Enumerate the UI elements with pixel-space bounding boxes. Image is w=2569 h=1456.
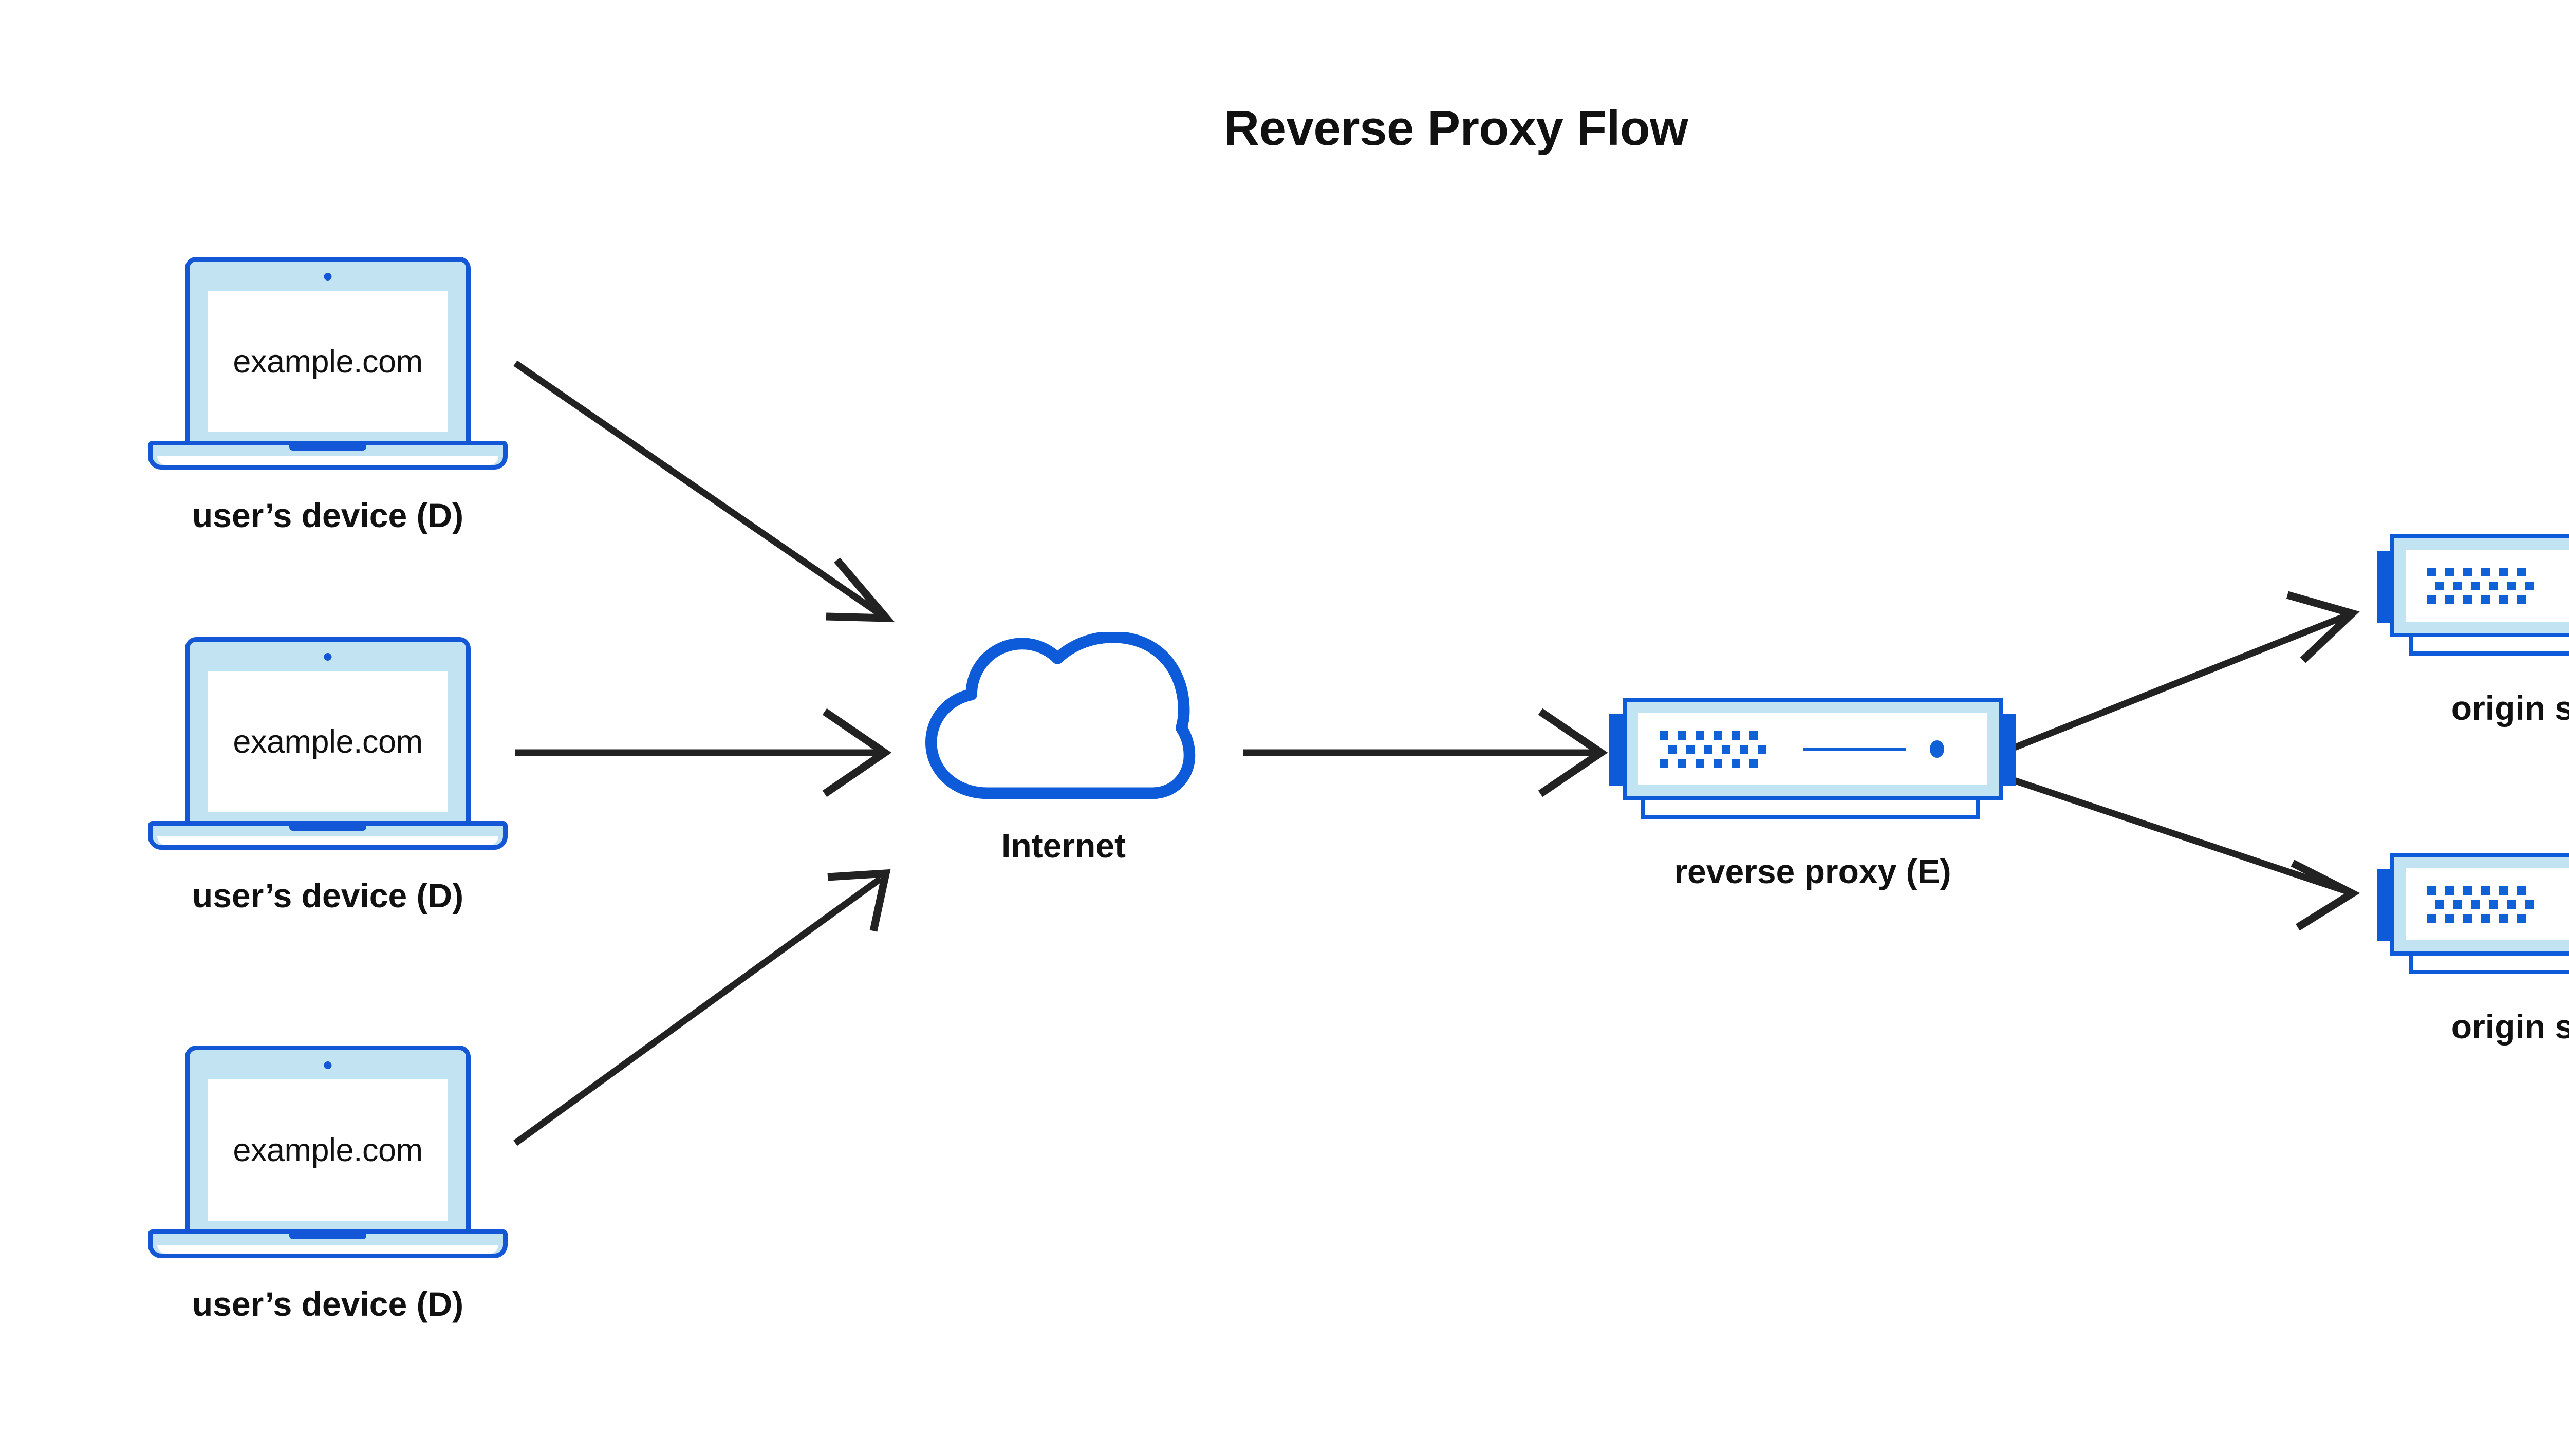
laptop-notch xyxy=(289,825,366,831)
laptop-lid: example.com xyxy=(185,257,471,448)
laptop-base-highlight xyxy=(157,836,498,845)
edge-device2-to-internet xyxy=(515,708,892,797)
webcam-icon xyxy=(324,1061,332,1069)
node-label-user-device-1: user’s device (D) xyxy=(192,496,464,534)
server-shelf xyxy=(2409,954,2569,974)
cloud-shape xyxy=(925,631,1196,799)
server-vent-grid xyxy=(2427,886,2534,923)
server-front-panel xyxy=(2406,550,2569,622)
laptop-notch xyxy=(289,1233,366,1239)
server-body xyxy=(2390,534,2569,637)
laptop-notch xyxy=(289,444,366,451)
laptop-icon: example.com xyxy=(148,257,508,473)
laptop-screen: example.com xyxy=(208,291,448,432)
laptop-base xyxy=(148,1229,508,1258)
node-user-device-1[interactable]: example.com user’s device (D) xyxy=(148,257,508,534)
laptop-screen: example.com xyxy=(208,671,448,812)
server-vent-row xyxy=(2435,900,2534,909)
server-shelf xyxy=(2409,635,2569,656)
server-icon xyxy=(2377,853,2569,976)
laptop-icon: example.com xyxy=(148,1046,508,1261)
node-label-origin-server-1: origin server (F) xyxy=(2451,689,2569,727)
node-user-device-2[interactable]: example.com user’s device (D) xyxy=(148,637,508,914)
node-origin-server-1[interactable]: origin server (F) xyxy=(2377,534,2569,727)
node-user-device-3[interactable]: example.com user’s device (D) xyxy=(148,1046,508,1323)
server-shelf xyxy=(1641,798,1980,819)
server-vent-row xyxy=(2435,581,2534,590)
server-vent-grid xyxy=(1660,731,1766,768)
cloud-icon xyxy=(920,631,1207,807)
laptop-lid: example.com xyxy=(185,637,471,828)
browser-url-text: example.com xyxy=(233,1132,423,1168)
server-slot-line xyxy=(1803,747,1906,751)
server-front-panel xyxy=(1638,713,1987,785)
laptop-base-highlight xyxy=(157,1245,498,1254)
node-internet[interactable]: Internet xyxy=(920,631,1207,865)
server-vent-row xyxy=(2427,567,2534,576)
webcam-icon xyxy=(324,273,332,281)
server-led-icon xyxy=(1930,740,1944,758)
laptop-base xyxy=(148,821,508,850)
edge-proxy-to-origin1 xyxy=(2006,591,2360,754)
node-label-user-device-2: user’s device (D) xyxy=(192,876,464,914)
server-vent-row xyxy=(1660,731,1766,740)
edge-proxy-to-origin2 xyxy=(2006,775,2360,931)
laptop-screen: example.com xyxy=(208,1079,448,1221)
edge-internet-to-proxy xyxy=(1243,708,1608,797)
server-icon xyxy=(1609,698,2016,821)
node-label-origin-server-2: origin server (F) xyxy=(2451,1007,2569,1046)
server-front-panel xyxy=(2406,868,2569,940)
page-title: Reverse Proxy Flow xyxy=(1223,101,1688,156)
node-reverse-proxy[interactable]: reverse proxy (E) xyxy=(1609,698,2016,890)
server-body xyxy=(2390,853,2569,956)
node-origin-server-2[interactable]: origin server (F) xyxy=(2377,853,2569,1046)
server-vent-row xyxy=(1660,758,1766,768)
webcam-icon xyxy=(324,653,332,661)
laptop-icon: example.com xyxy=(148,637,508,853)
server-vent-row xyxy=(2427,913,2534,923)
server-icon xyxy=(2377,534,2569,658)
laptop-lid: example.com xyxy=(185,1046,471,1237)
browser-url-text: example.com xyxy=(233,723,423,760)
browser-url-text: example.com xyxy=(233,343,423,380)
server-body xyxy=(1623,698,2003,800)
laptop-base-highlight xyxy=(157,456,498,465)
server-vent-grid xyxy=(2427,567,2534,604)
edge-device3-to-internet xyxy=(513,869,891,1146)
edge-device1-to-internet xyxy=(513,360,895,622)
server-vent-row xyxy=(2427,595,2534,604)
server-vent-row xyxy=(2427,886,2534,895)
node-label-reverse-proxy: reverse proxy (E) xyxy=(1674,852,1951,890)
node-label-internet: Internet xyxy=(1001,827,1126,865)
laptop-base xyxy=(148,441,508,470)
node-label-user-device-3: user’s device (D) xyxy=(192,1285,464,1323)
server-vent-row xyxy=(1668,744,1766,754)
